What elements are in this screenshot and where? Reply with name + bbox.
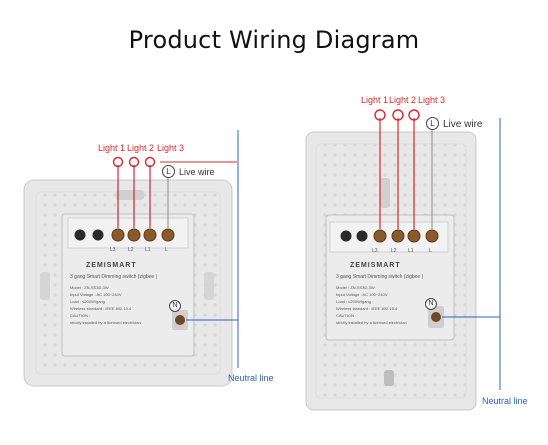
terminal-l3: L3 xyxy=(372,248,378,254)
neutral-line-label: Neutral line xyxy=(228,373,274,383)
terminal-l1: L1 xyxy=(145,247,151,253)
spec-line: CAUTION : xyxy=(336,313,357,318)
spec-line: Wireless standard : IEEE 802.15.4 xyxy=(70,306,132,311)
terminal-screw xyxy=(407,229,421,243)
spec-line: Model : ZN-SS3D-3W xyxy=(70,285,109,290)
product-name: 3 gang Smart Dimming switch (zigbee ) xyxy=(70,274,158,280)
light-1-label: Light 1 xyxy=(98,143,126,153)
spec-line: Input Voltage : AC 100~240V xyxy=(336,292,388,297)
spec-line: Load : ≤200W/gang xyxy=(336,299,371,304)
live-wire-label: Live wire xyxy=(443,119,483,130)
neutral-marker: N xyxy=(169,300,181,312)
terminal-l2: L2 xyxy=(391,248,397,254)
spec-line: Model : ZN-SS3D-3W xyxy=(336,285,375,290)
terminal-l: L xyxy=(165,247,168,253)
spec-line: CAUTION : xyxy=(70,313,91,318)
product-name: 3 gang Smart Dimming switch (zigbee ) xyxy=(336,274,424,280)
screw xyxy=(74,229,86,241)
light-3-label: Light 3 xyxy=(418,95,446,105)
light-2-label: Light 2 xyxy=(127,143,155,153)
light-3-label: Light 3 xyxy=(157,143,185,153)
terminal-l: L xyxy=(429,248,432,254)
terminal-screw xyxy=(143,228,157,242)
terminal-screw xyxy=(111,228,125,242)
live-marker: L xyxy=(162,165,175,178)
spec-line: Wireless standard : IEEE 802.15.4 xyxy=(336,306,398,311)
screw xyxy=(340,230,352,242)
page-title: Product Wiring Diagram xyxy=(128,26,420,54)
terminal-screw xyxy=(425,229,439,243)
neutral-marker: N xyxy=(425,298,437,310)
screw xyxy=(356,230,368,242)
neutral-screw xyxy=(175,315,185,325)
terminal-screw xyxy=(391,229,405,243)
brand-logo: ZEMISMART xyxy=(350,262,401,269)
left-wires xyxy=(112,130,239,368)
right-switch-panel xyxy=(305,131,477,411)
left-switch-panel xyxy=(23,179,233,387)
neutral-screw xyxy=(431,312,441,322)
live-wire-label: Live wire xyxy=(179,167,215,177)
screw xyxy=(92,229,104,241)
neutral-line-label: Neutral line xyxy=(482,396,528,406)
terminal-l1: L1 xyxy=(408,248,414,254)
spec-line: Load : ≤200W/gang xyxy=(70,299,105,304)
spec-line: strictly installed by a licensed electri… xyxy=(70,320,141,325)
spec-line: Input Voltage : AC 100~240V xyxy=(70,292,122,297)
terminal-screw xyxy=(373,229,387,243)
right-wires xyxy=(374,109,501,390)
live-marker: L xyxy=(426,117,439,130)
light-2-label: Light 2 xyxy=(389,95,417,105)
terminal-l2: L2 xyxy=(128,247,134,253)
terminal-screw xyxy=(161,228,175,242)
spec-line: strictly installed by a licensed electri… xyxy=(336,320,407,325)
terminal-screw xyxy=(127,228,141,242)
brand-logo: ZEMISMART xyxy=(86,262,137,269)
terminal-l3: L3 xyxy=(110,247,116,253)
light-1-label: Light 1 xyxy=(361,95,389,105)
